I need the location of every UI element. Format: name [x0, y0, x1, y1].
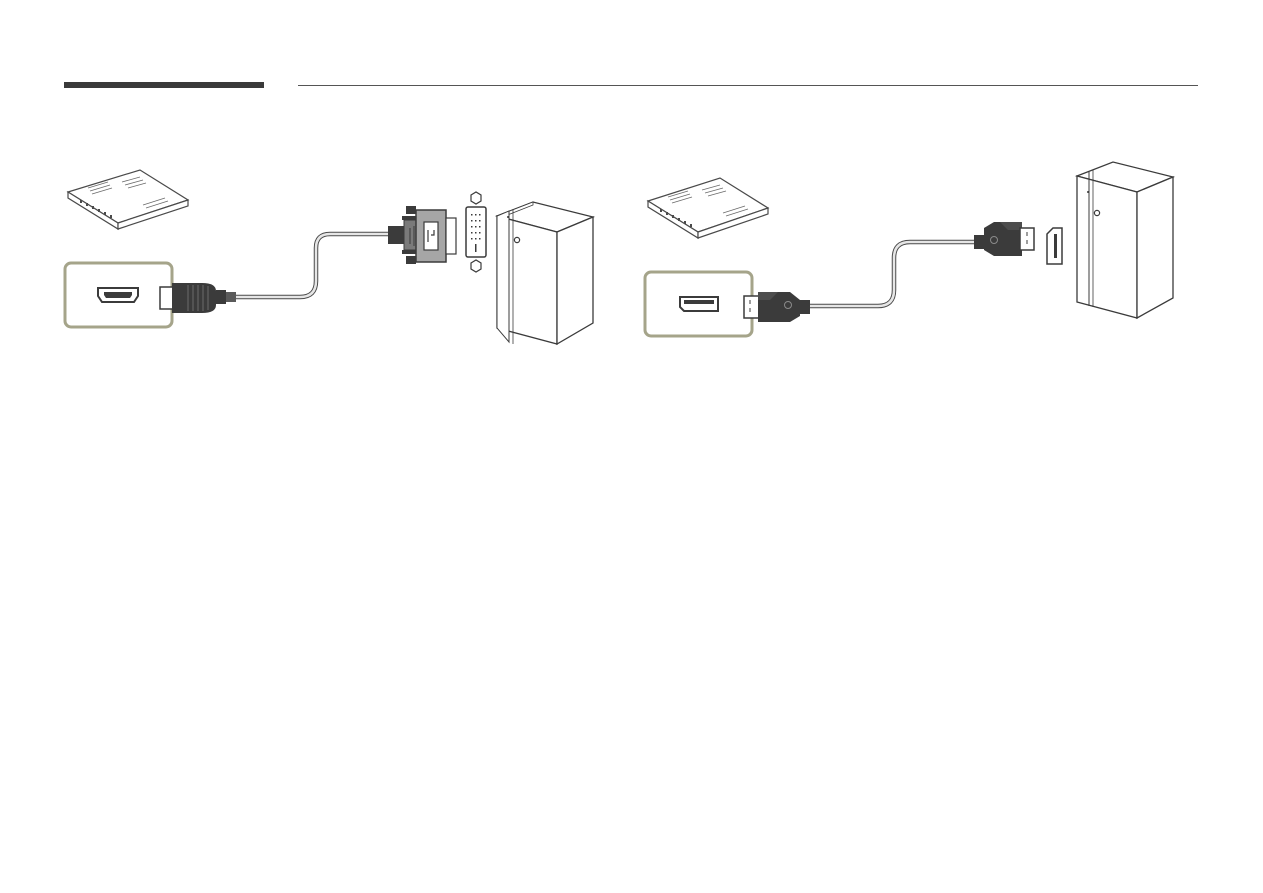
- display-box-icon: [648, 178, 768, 238]
- pc-tower-icon: [1077, 162, 1173, 318]
- displayport-port-icon: [680, 297, 718, 311]
- hdmi-port-icon: [98, 288, 138, 302]
- displayport-port-icon: [1047, 228, 1062, 264]
- displayport-connector: [744, 292, 810, 322]
- display-box-icon: [68, 170, 188, 229]
- dvi-port-icon: [466, 192, 486, 272]
- displayport-diagram: [630, 0, 1263, 360]
- cable: [236, 234, 388, 297]
- hdmi-to-dvi-diagram: [0, 0, 630, 360]
- pc-tower-icon: [497, 202, 593, 344]
- displayport-connector: [974, 222, 1034, 256]
- dvi-connector: [388, 206, 456, 264]
- hdmi-connector: [160, 283, 236, 313]
